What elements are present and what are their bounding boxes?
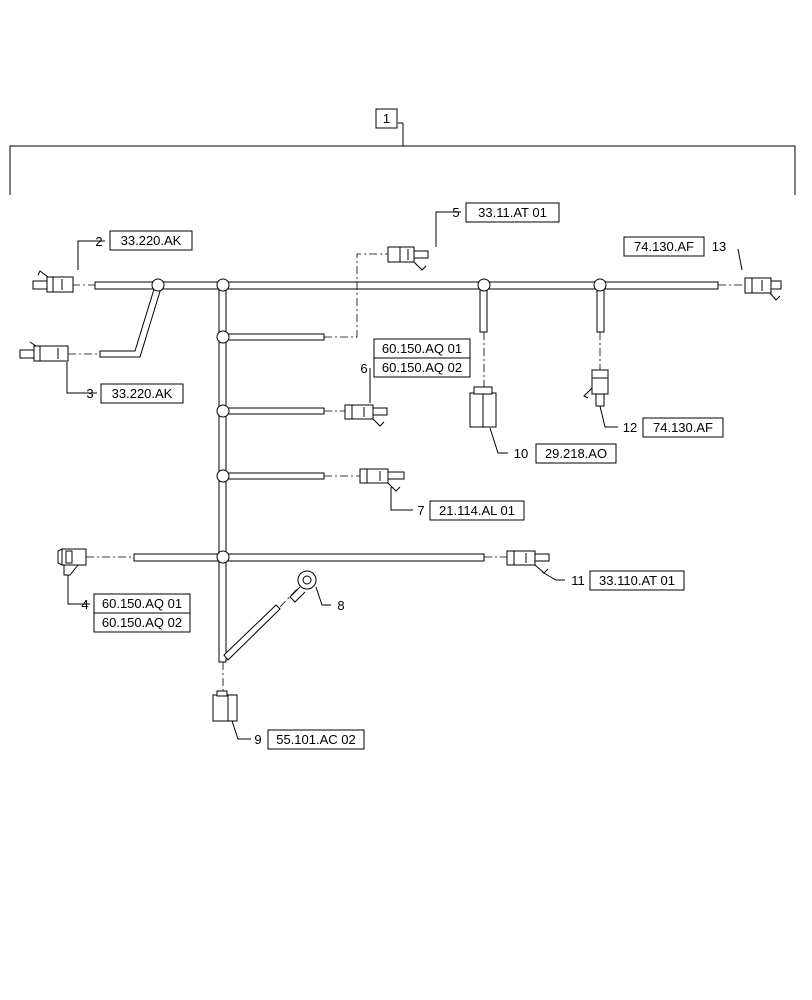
callout-13[interactable]: 74.130.AF 13 bbox=[623, 236, 726, 257]
callout-10-number: 10 bbox=[514, 446, 528, 461]
branch-3 bbox=[99, 285, 162, 358]
callout-3-ref: 33.220.AK bbox=[112, 386, 173, 401]
callout-8-number: 8 bbox=[337, 598, 344, 613]
callout-12[interactable]: 12 74.130.AF bbox=[623, 417, 724, 438]
connector-10[interactable] bbox=[469, 386, 497, 428]
callout-4-number: 4 bbox=[81, 597, 88, 612]
callout-9-ref: 55.101.AC 02 bbox=[276, 732, 356, 747]
callout-4[interactable]: 4 60.150.AQ 01 60.150.AQ 02 bbox=[81, 593, 191, 633]
connector-12[interactable] bbox=[583, 369, 609, 407]
branch-8 bbox=[223, 604, 281, 661]
callout-10-ref: 29.218.AO bbox=[545, 446, 607, 461]
callout-10[interactable]: 10 29.218.AO bbox=[514, 443, 617, 464]
callout-4-ref-2: 60.150.AQ 02 bbox=[102, 615, 182, 630]
leader-lines bbox=[66, 211, 743, 740]
connector-7[interactable] bbox=[359, 468, 405, 492]
eye-terminal-8[interactable] bbox=[289, 570, 317, 603]
callout-2[interactable]: 2 33.220.AK bbox=[95, 230, 193, 251]
callout-12-number: 12 bbox=[623, 420, 637, 435]
main-trunk bbox=[94, 281, 719, 290]
lower-trunk bbox=[133, 553, 485, 562]
callout-13-ref: 74.130.AF bbox=[634, 239, 694, 254]
junction-nodes bbox=[151, 278, 607, 564]
callout-5-ref: 33.11.AT 01 bbox=[478, 205, 547, 220]
callout-2-number: 2 bbox=[95, 234, 102, 249]
connector-4[interactable] bbox=[57, 548, 87, 576]
callout-7[interactable]: 7 21.114.AL 01 bbox=[417, 500, 525, 521]
connector-13[interactable] bbox=[744, 277, 782, 301]
callout-6-ref-1: 60.150.AQ 01 bbox=[382, 341, 462, 356]
callout-5[interactable]: 5 33.11.AT 01 bbox=[452, 202, 560, 223]
callout-3[interactable]: 3 33.220.AK bbox=[86, 383, 184, 404]
connector-2[interactable] bbox=[32, 270, 74, 293]
branch-6 bbox=[223, 407, 325, 415]
callout-7-number: 7 bbox=[417, 503, 424, 518]
callout-1[interactable]: 1 bbox=[375, 108, 398, 129]
callout-11-number: 11 bbox=[571, 573, 585, 588]
callout-2-ref: 33.220.AK bbox=[121, 233, 182, 248]
branch-5 bbox=[223, 333, 325, 341]
callout-12-ref: 74.130.AF bbox=[653, 420, 713, 435]
callout-4-ref-1: 60.150.AQ 01 bbox=[102, 596, 182, 611]
connector-6[interactable] bbox=[344, 404, 388, 427]
connector-5[interactable] bbox=[387, 246, 429, 271]
callout-3-number: 3 bbox=[86, 386, 93, 401]
branch-7 bbox=[223, 472, 325, 480]
branch-10 bbox=[479, 285, 488, 333]
callout-5-number: 5 bbox=[452, 205, 459, 220]
assembly-bracket bbox=[9, 122, 796, 195]
callout-6-ref-2: 60.150.AQ 02 bbox=[382, 360, 462, 375]
callout-13-number: 13 bbox=[712, 239, 726, 254]
connector-9[interactable] bbox=[212, 690, 238, 722]
connector-3[interactable] bbox=[19, 341, 69, 362]
callout-6-number: 6 bbox=[360, 361, 367, 376]
callout-11[interactable]: 11 33.110.AT 01 bbox=[571, 570, 685, 591]
callout-9-number: 9 bbox=[254, 732, 261, 747]
connector-11[interactable] bbox=[506, 550, 550, 574]
callout-1-number: 1 bbox=[383, 111, 390, 126]
callout-9[interactable]: 9 55.101.AC 02 bbox=[254, 729, 365, 750]
callout-6[interactable]: 6 60.150.AQ 01 60.150.AQ 02 bbox=[360, 338, 471, 378]
callout-8[interactable]: 8 bbox=[337, 598, 344, 613]
branch-12 bbox=[596, 285, 605, 333]
center-lines bbox=[68, 253, 745, 692]
callout-11-ref: 33.110.AT 01 bbox=[599, 573, 675, 588]
callout-7-ref: 21.114.AL 01 bbox=[439, 503, 515, 518]
